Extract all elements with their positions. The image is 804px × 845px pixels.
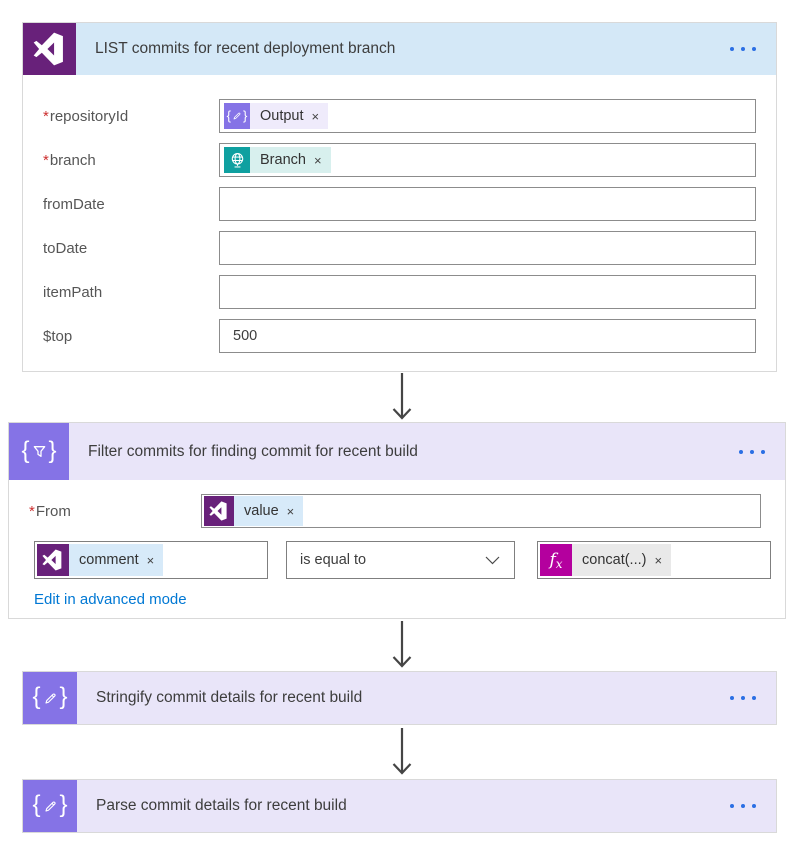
field-label: branch bbox=[49, 151, 96, 169]
itempath-input[interactable] bbox=[219, 275, 756, 309]
todate-input[interactable] bbox=[219, 231, 756, 265]
compose-pencil-braces-icon: {} bbox=[224, 103, 250, 129]
field-row-repositoryid: *repositoryId {} Output × bbox=[43, 99, 756, 133]
action-header-filter-commits[interactable]: { } Filter commits for finding commit fo… bbox=[9, 423, 785, 480]
action-header-parse[interactable]: { } Parse commit details for recent buil… bbox=[23, 780, 776, 832]
action-card-parse: { } Parse commit details for recent buil… bbox=[22, 779, 777, 833]
visual-studio-icon bbox=[23, 23, 76, 75]
remove-token-icon[interactable]: × bbox=[654, 552, 663, 568]
connector-arrow bbox=[392, 373, 412, 420]
action-header-list-commits[interactable]: LIST commits for recent deployment branc… bbox=[23, 23, 776, 75]
fx-icon: fx bbox=[540, 544, 572, 576]
visual-studio-icon bbox=[204, 496, 234, 526]
remove-token-icon[interactable]: × bbox=[286, 503, 295, 519]
token-output[interactable]: {} Output × bbox=[224, 103, 329, 129]
required-asterisk: * bbox=[29, 502, 35, 520]
field-label: From bbox=[35, 502, 71, 520]
field-label: fromDate bbox=[43, 195, 105, 213]
token-label: value bbox=[244, 503, 279, 519]
remove-token-icon[interactable]: × bbox=[311, 108, 320, 124]
field-row-todate: toDate bbox=[43, 231, 756, 265]
from-input[interactable]: value × bbox=[201, 494, 761, 528]
token-label: concat(...) bbox=[582, 552, 647, 568]
remove-token-icon[interactable]: × bbox=[146, 552, 155, 568]
edit-advanced-mode-link[interactable]: Edit in advanced mode bbox=[34, 591, 187, 608]
branch-input[interactable]: Branch × bbox=[219, 143, 756, 177]
action-parameters: *repositoryId {} Output× *branch bbox=[23, 75, 776, 353]
token-concat-expression[interactable]: fx concat(...) × bbox=[540, 544, 672, 576]
action-card-list-commits: LIST commits for recent deployment branc… bbox=[22, 22, 777, 372]
filter-braces-icon: { } bbox=[9, 423, 69, 480]
ellipsis-icon bbox=[730, 47, 734, 51]
ellipsis-icon bbox=[730, 804, 734, 808]
operator-dropdown[interactable]: is equal to bbox=[286, 541, 515, 579]
connector-arrow bbox=[392, 728, 412, 775]
condition-right-input[interactable]: fx concat(...) × bbox=[537, 541, 771, 579]
field-label: repositoryId bbox=[49, 107, 129, 125]
field-row-top: $top 500 bbox=[43, 319, 756, 353]
condition-left-input[interactable]: comment × bbox=[34, 541, 268, 579]
field-row-fromdate: fromDate bbox=[43, 187, 756, 221]
action-card-filter-commits: { } Filter commits for finding commit fo… bbox=[8, 422, 786, 619]
action-parameters: *From value× commen bbox=[9, 480, 785, 609]
token-comment[interactable]: comment × bbox=[37, 544, 164, 576]
repositoryid-input[interactable]: {} Output × bbox=[219, 99, 756, 133]
action-title: Filter commits for finding commit for re… bbox=[88, 442, 418, 460]
compose-pencil-braces-icon: { } bbox=[23, 672, 77, 724]
top-input[interactable]: 500 bbox=[219, 319, 756, 353]
action-title: Parse commit details for recent build bbox=[96, 797, 347, 814]
visual-studio-icon bbox=[37, 544, 69, 576]
more-actions-button[interactable] bbox=[722, 688, 776, 708]
token-branch[interactable]: Branch × bbox=[224, 147, 331, 173]
chevron-down-icon bbox=[485, 556, 500, 564]
compose-pencil-braces-icon: { } bbox=[23, 780, 77, 832]
token-label: comment bbox=[79, 552, 139, 568]
ellipsis-icon bbox=[739, 449, 743, 454]
required-asterisk: * bbox=[43, 107, 49, 125]
more-actions-button[interactable] bbox=[722, 796, 776, 816]
token-label: Branch bbox=[260, 152, 306, 168]
token-label: Output bbox=[260, 108, 304, 124]
ellipsis-icon bbox=[730, 696, 734, 700]
more-actions-button[interactable] bbox=[731, 442, 785, 462]
connector-arrow bbox=[392, 621, 412, 668]
field-label: $top bbox=[43, 327, 73, 345]
field-label: toDate bbox=[43, 239, 88, 257]
operator-selected-value: is equal to bbox=[300, 552, 367, 568]
action-title: Stringify commit details for recent buil… bbox=[96, 689, 363, 706]
action-header-stringify[interactable]: { } Stringify commit details for recent … bbox=[23, 672, 776, 724]
action-title: LIST commits for recent deployment branc… bbox=[95, 40, 396, 57]
field-row-branch: *branch Branch × bbox=[43, 143, 756, 177]
condition-row: comment × is equal to fx concat(...) × bbox=[34, 541, 785, 579]
field-label: itemPath bbox=[43, 283, 103, 301]
globe-icon bbox=[224, 147, 250, 173]
token-value[interactable]: value × bbox=[204, 496, 304, 526]
fromdate-input[interactable] bbox=[219, 187, 756, 221]
required-asterisk: * bbox=[43, 151, 49, 169]
field-row-from: *From value × bbox=[29, 494, 785, 528]
remove-token-icon[interactable]: × bbox=[313, 152, 322, 168]
action-card-stringify: { } Stringify commit details for recent … bbox=[22, 671, 777, 725]
field-row-itempath: itemPath bbox=[43, 275, 756, 309]
more-actions-button[interactable] bbox=[722, 39, 776, 59]
